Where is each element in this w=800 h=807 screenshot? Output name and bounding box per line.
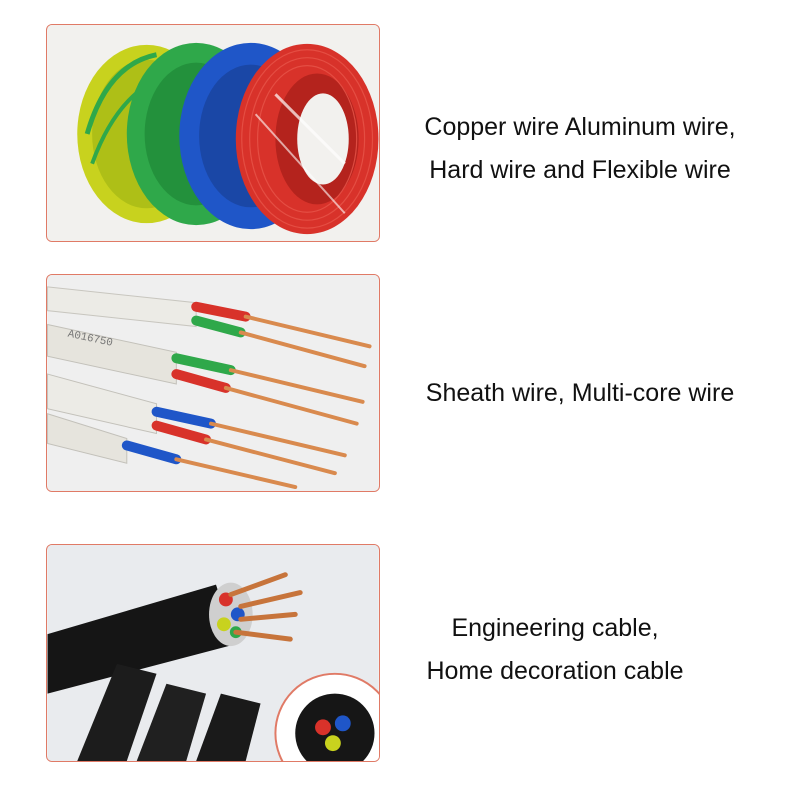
product-row-1: Copper wire Aluminum wire, Hard wire and… bbox=[0, 0, 800, 260]
caption-line: Sheath wire, Multi-core wire bbox=[425, 379, 735, 407]
coiled-wire-image bbox=[47, 25, 379, 241]
caption-1: Copper wire Aluminum wire, Hard wire and… bbox=[380, 106, 780, 192]
engineering-cable-photo bbox=[46, 544, 380, 762]
engineering-cable-image bbox=[47, 545, 379, 761]
product-row-2: A016750 Sheath wi bbox=[0, 260, 800, 520]
caption-2: Sheath wire, Multi-core wire bbox=[380, 372, 780, 415]
sheathed-wire-image: A016750 bbox=[47, 275, 379, 491]
coiled-wire-photo bbox=[46, 24, 380, 242]
caption-3: Engineering cable, Home decoration cable bbox=[355, 607, 755, 693]
caption-line: Hard wire and Flexible wire bbox=[429, 156, 731, 184]
sheathed-wire-photo: A016750 bbox=[46, 274, 380, 492]
product-row-3: Engineering cable, Home decoration cable bbox=[0, 530, 800, 807]
caption-line: Engineering cable, bbox=[451, 614, 659, 642]
caption-line: Home decoration cable bbox=[426, 657, 684, 685]
caption-line: Copper wire Aluminum wire, bbox=[424, 113, 736, 141]
